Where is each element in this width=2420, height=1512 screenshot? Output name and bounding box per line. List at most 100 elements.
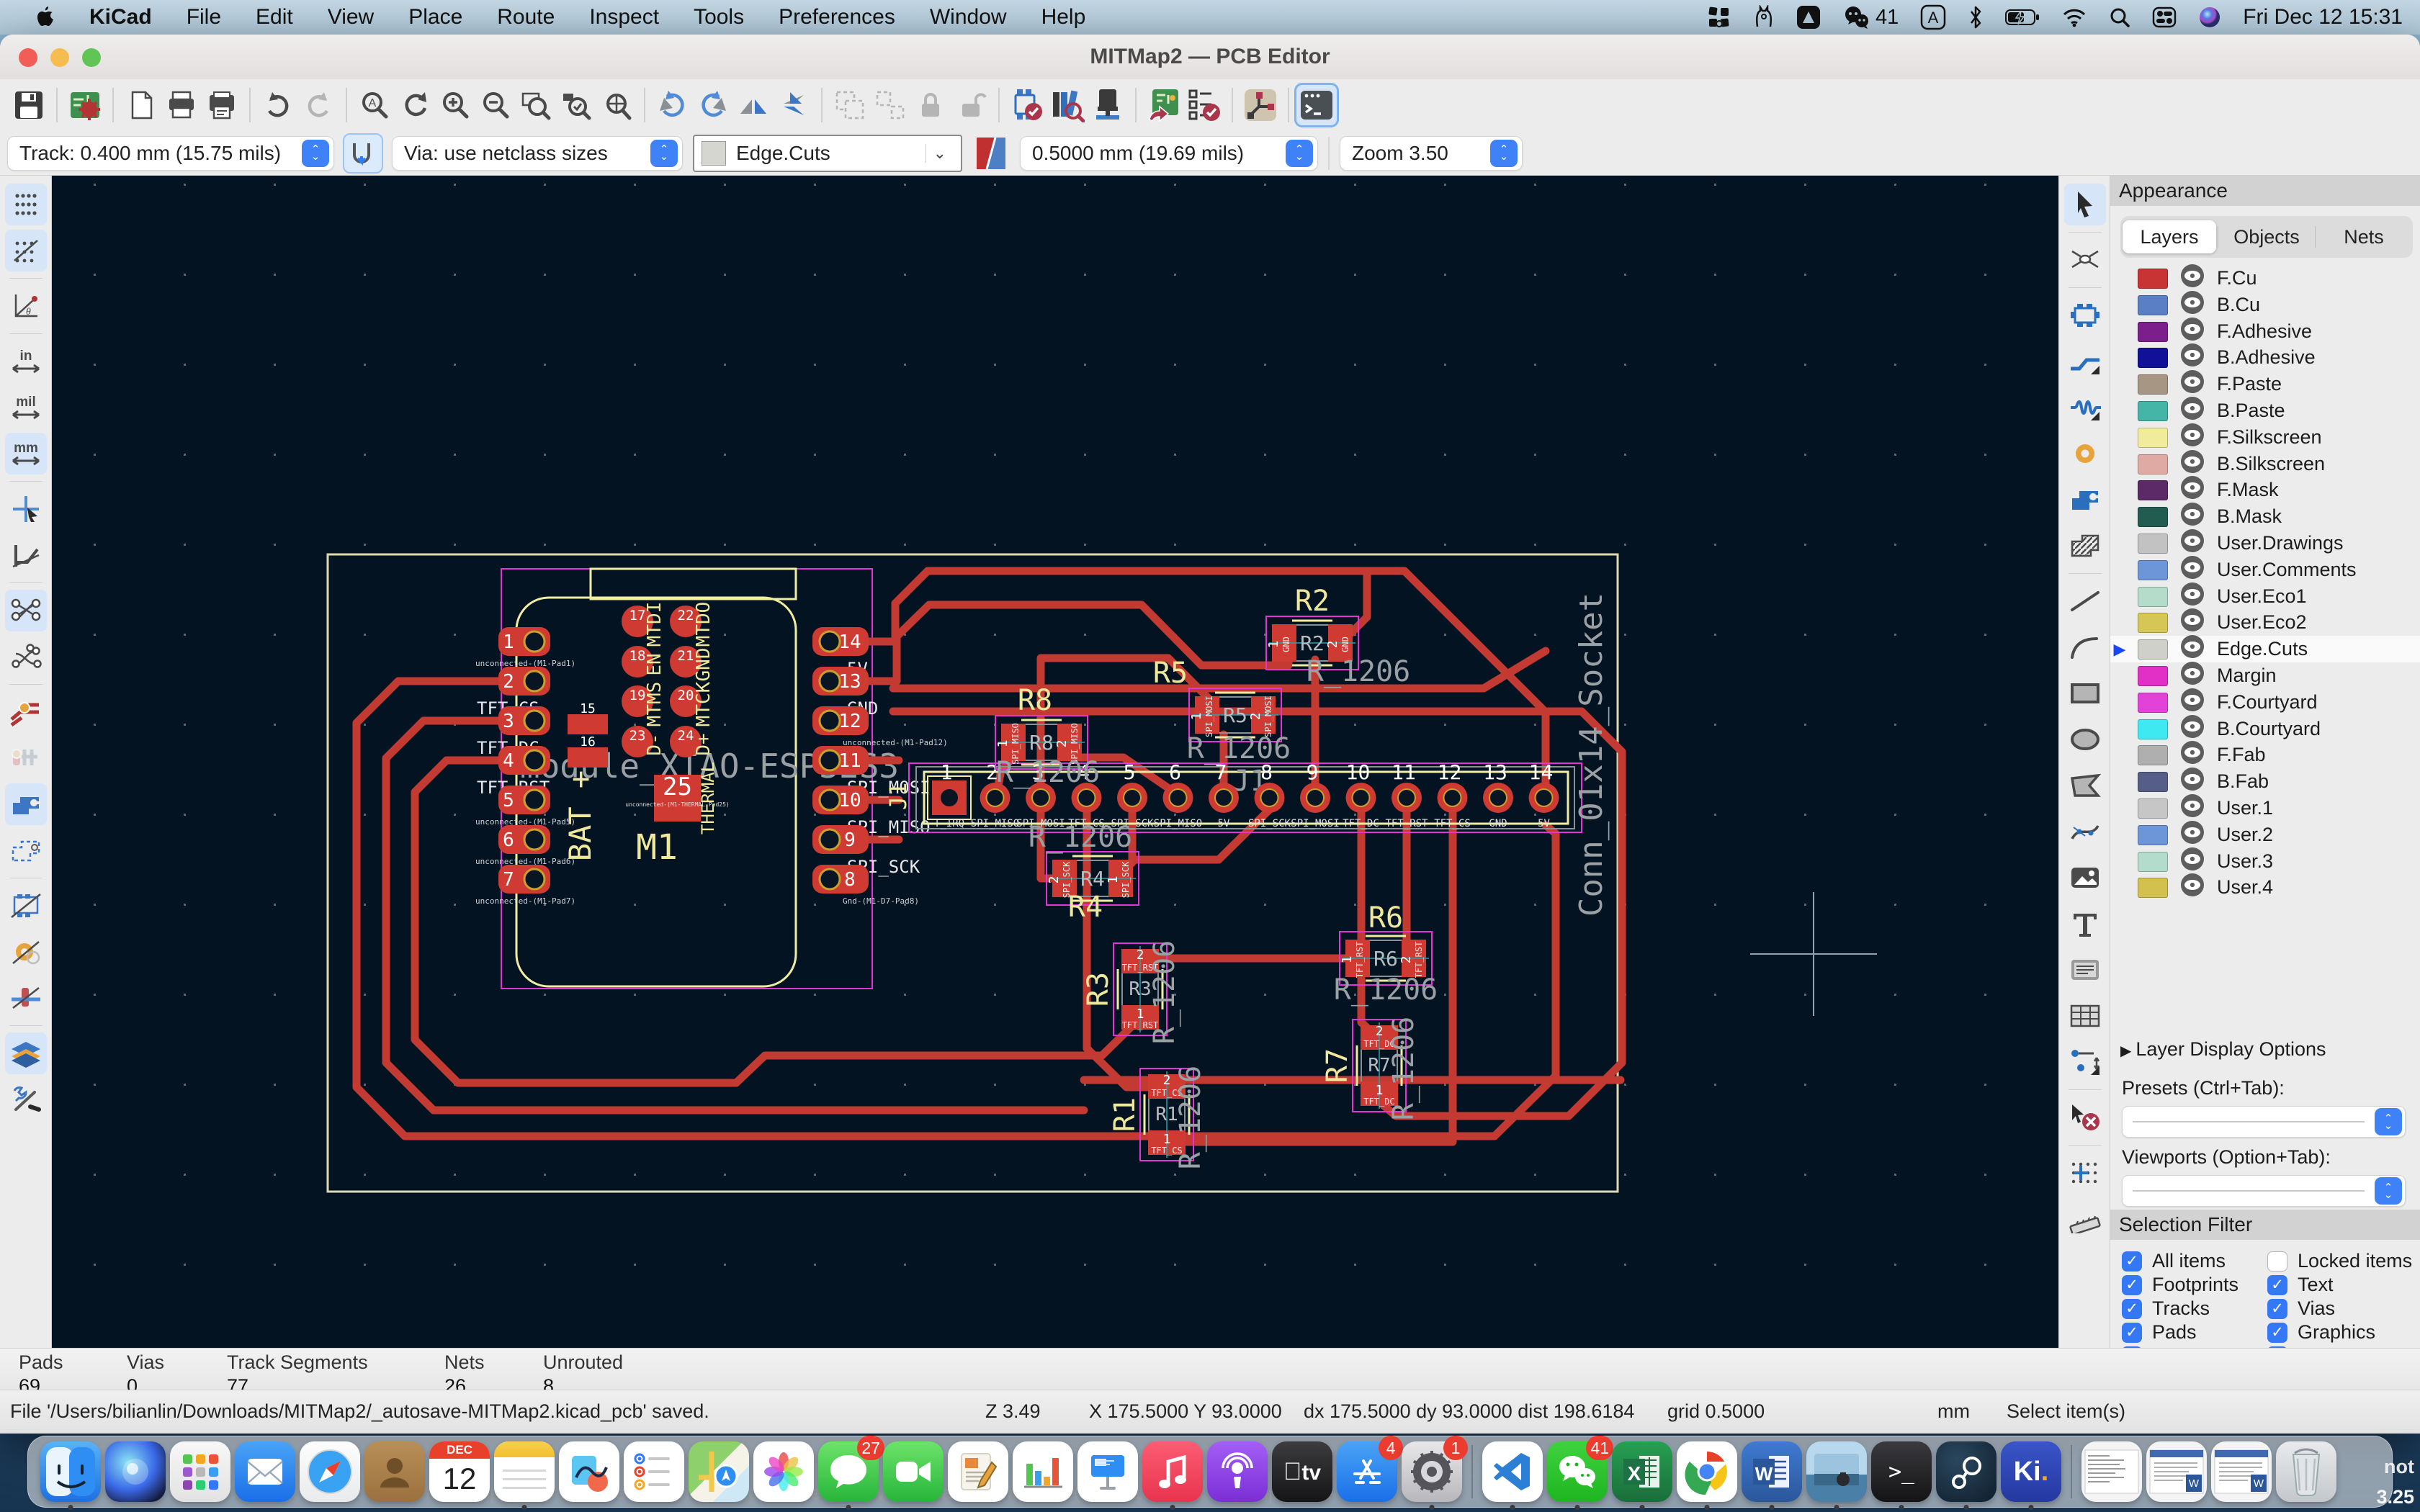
menu-item-kicad[interactable]: KiCad [72,0,169,35]
footprint-outline-button[interactable] [5,885,47,927]
3d-viewer-button[interactable] [1088,85,1128,125]
filter-tracks[interactable]: ✓Tracks [2122,1297,2210,1320]
menu-bar-clock[interactable]: Fri Dec 12 15:31 [2236,5,2403,30]
layer-color-swatch[interactable] [2138,428,2168,448]
filter-vias[interactable]: ✓Vias [2267,1297,2335,1320]
dock-kicad[interactable]: Ki. [2001,1441,2061,1502]
layer-color-swatch[interactable] [2138,269,2168,289]
layer-row-b.fab[interactable]: B.Fab [2110,768,2420,795]
select-tool[interactable] [2064,184,2106,225]
grid-select[interactable]: 0.5000 mm (19.69 mils)⌃⌄ [1020,136,1318,171]
refresh-view-button[interactable] [395,85,435,125]
dock-music[interactable] [1142,1441,1203,1502]
menu-item-view[interactable]: View [310,0,391,35]
scripting-console-button[interactable] [1296,85,1337,125]
dock-word[interactable]: W [1742,1441,1802,1502]
menu-item-place[interactable]: Place [391,0,480,35]
zone-fill-button[interactable] [5,783,47,825]
rotate-ccw-button[interactable] [653,85,693,125]
dock-excel[interactable]: X [1612,1441,1672,1502]
layer-row-b.mask[interactable]: B.Mask [2110,503,2420,530]
dock-calendar[interactable]: DEC12 [429,1441,490,1502]
siri-icon[interactable] [2191,0,2228,35]
layer-color-swatch[interactable] [2138,480,2168,500]
layer-row-user.2[interactable]: User.2 [2110,822,2420,848]
dock-visual-studio-code[interactable] [1482,1441,1543,1502]
dimension-tool[interactable] [2064,1041,2106,1083]
dock-podcasts[interactable] [1207,1441,1268,1502]
layer-color-swatch[interactable] [2138,534,2168,554]
filter-graphics[interactable]: ✓Graphics [2267,1321,2375,1344]
ungroup-button[interactable] [870,85,910,125]
draw-circle-tool[interactable] [2064,719,2106,760]
grid-dots-button[interactable] [5,184,47,225]
wifi-icon[interactable] [2054,0,2094,35]
tab-objects[interactable]: Objects [2220,220,2313,253]
layer-row-edge.cuts[interactable]: ▶Edge.Cuts [2110,636,2420,662]
zoom-select[interactable]: Zoom 3.50⌃⌄ [1340,136,1523,171]
layer-row-b.adhesive[interactable]: B.Adhesive [2110,344,2420,371]
layer-display-options[interactable]: ▶Layer Display Options [2120,1038,2326,1061]
dock-keynote[interactable] [1077,1441,1138,1502]
rule-area-tool[interactable] [2064,525,2106,567]
layer-row-b.courtyard[interactable]: B.Courtyard [2110,716,2420,742]
place-image-tool[interactable] [2064,857,2106,899]
layer-row-f.silkscreen[interactable]: F.Silkscreen [2110,424,2420,451]
layer-color-swatch[interactable] [2138,454,2168,474]
layer-color-swatch[interactable] [2138,560,2168,580]
units-inch-button[interactable]: in [5,341,47,382]
grid-overrides-button[interactable] [5,230,47,271]
units-mil-button[interactable]: mil [5,387,47,428]
viewports-select[interactable]: ⌃⌄ [2122,1175,2406,1207]
menu-item-preferences[interactable]: Preferences [761,0,913,35]
layer-row-user.drawings[interactable]: User.Drawings [2110,530,2420,557]
design-rules-check-button[interactable] [1184,85,1224,125]
dock-notes[interactable] [494,1441,555,1502]
external-router-button[interactable] [1240,85,1281,125]
layer-color-swatch[interactable] [2138,322,2168,342]
layer-color-swatch[interactable] [2138,666,2168,686]
layer-row-f.adhesive[interactable]: F.Adhesive [2110,318,2420,345]
dock-launchpad[interactable] [170,1441,230,1502]
layer-color-swatch[interactable] [2138,295,2168,315]
menu-item-route[interactable]: Route [480,0,572,35]
dock-messages[interactable]: 27 [818,1441,879,1502]
filter-text[interactable]: ✓Text [2267,1274,2334,1296]
flip-vertical-button[interactable] [774,85,814,125]
layer-color-swatch[interactable] [2138,745,2168,765]
ratsnest-visibility-button[interactable] [5,590,47,631]
ratsnest-curved-button[interactable] [5,636,47,678]
zoom-fit-button[interactable] [516,85,556,125]
pad-display-button[interactable] [5,737,47,779]
dock-trash[interactable] [2276,1441,2336,1502]
footprint-libraries-button[interactable] [1047,85,1088,125]
local-ratsnest-tool[interactable] [2064,239,2106,281]
print-button[interactable] [161,85,202,125]
dock-reminders[interactable] [624,1441,684,1502]
layer-color-swatch[interactable] [2138,878,2168,898]
layer-row-b.silkscreen[interactable]: B.Silkscreen [2110,451,2420,477]
draw-arc-tool[interactable] [2064,626,2106,668]
checkbox-icon[interactable]: ✓ [2122,1299,2142,1319]
polar-coords-button[interactable]: θ [5,285,47,327]
place-text-tool[interactable] [2064,903,2106,945]
menu-item-file[interactable]: File [169,0,238,35]
menu-item-edit[interactable]: Edit [238,0,310,35]
via-sketch-button[interactable] [5,977,47,1019]
menu-item-window[interactable]: Window [913,0,1024,35]
auto-track-width-button[interactable] [344,135,382,172]
llama-icon[interactable] [1746,0,1782,35]
pcb-canvas[interactable]: module_XIAO-ESP32S3BAT +M11unconnected-(… [52,176,2061,1348]
pad-sketch-button[interactable] [5,931,47,973]
table-tool[interactable] [2064,995,2106,1037]
window-title-bar[interactable]: MITMap2 — PCB Editor [0,35,2420,80]
dock-contacts[interactable] [364,1441,425,1502]
group-button[interactable] [830,85,870,125]
filter-footprints[interactable]: ✓Footprints [2122,1274,2238,1296]
input-source-icon[interactable]: A [1913,0,1953,35]
dock-finder[interactable] [40,1441,101,1502]
filter-all-items[interactable]: ✓All items [2122,1250,2226,1272]
bluetooth-icon[interactable] [1960,0,1991,35]
route-tracks-tool[interactable] [2064,341,2106,382]
checkbox-icon[interactable] [2267,1251,2287,1272]
